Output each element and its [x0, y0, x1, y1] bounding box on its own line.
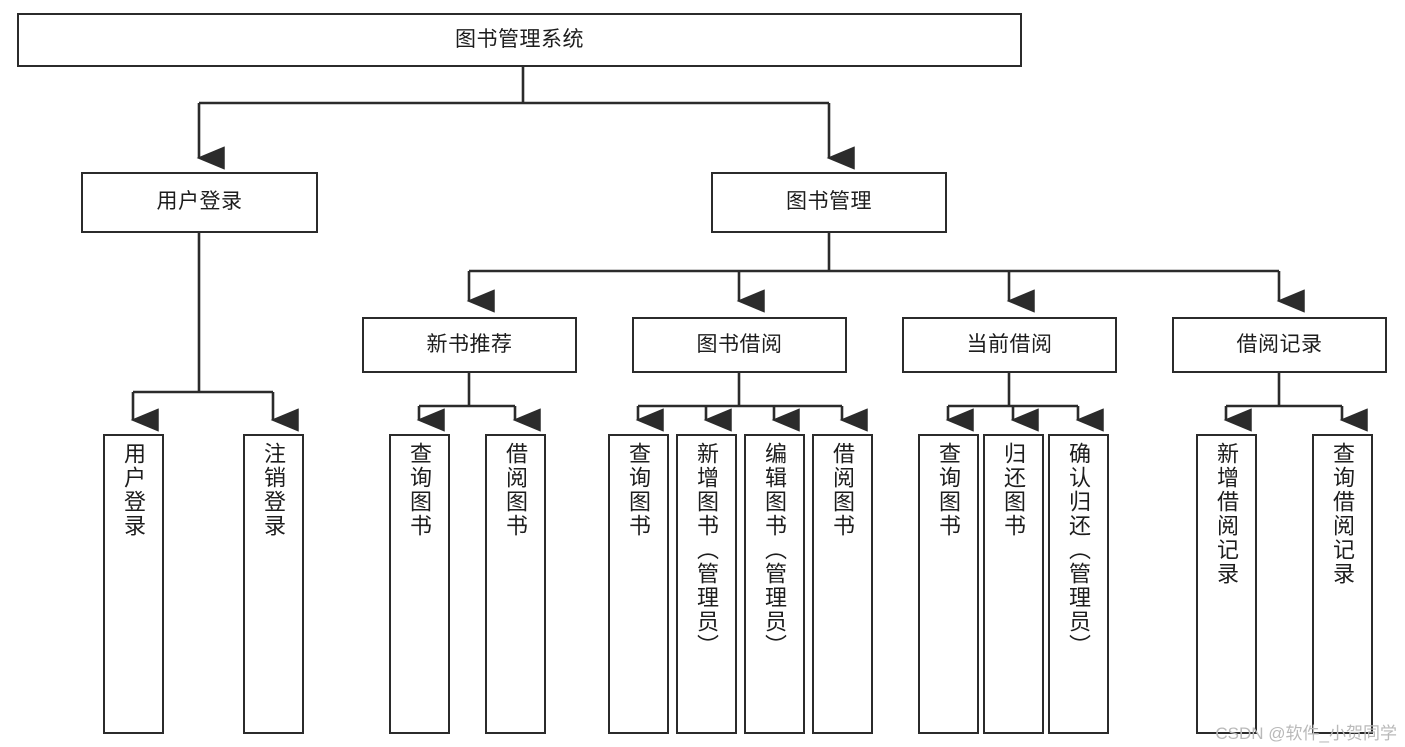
leaf-logout-label: 注销登录: [261, 442, 287, 538]
leaf-query-borrow-record[interactable]: 查询借阅记录: [1312, 434, 1373, 734]
leaf-query-book-recommendation[interactable]: 查询图书: [389, 434, 450, 734]
leaf-user-login[interactable]: 用户登录: [103, 434, 164, 734]
leaf-borrow-book[interactable]: 借阅图书: [812, 434, 873, 734]
leaf-query-borrow-record-label: 查询借阅记录: [1330, 442, 1356, 586]
node-current-borrow[interactable]: 当前借阅: [902, 317, 1117, 373]
node-user-login[interactable]: 用户登录: [81, 172, 318, 233]
node-user-login-label: 用户登录: [156, 190, 243, 214]
leaf-borrow-book-label: 借阅图书: [830, 442, 856, 538]
leaf-add-borrow-record[interactable]: 新增借阅记录: [1196, 434, 1257, 734]
leaf-add-borrow-record-label: 新增借阅记录: [1214, 442, 1240, 586]
watermark-text: CSDN @软件_小贺同学: [1215, 724, 1397, 743]
node-book-management[interactable]: 图书管理: [711, 172, 947, 233]
leaf-query-book-borrow[interactable]: 查询图书: [608, 434, 669, 734]
leaf-borrow-book-recommendation-label: 借阅图书: [503, 442, 529, 538]
leaf-edit-book-admin-label: 编辑图书（管理员）: [762, 442, 788, 658]
node-current-borrow-label: 当前借阅: [966, 332, 1053, 356]
leaf-confirm-return-admin-label: 确认归还（管理员）: [1066, 442, 1092, 658]
leaf-return-book-label: 归还图书: [1001, 442, 1027, 538]
node-book-borrow-label: 图书借阅: [696, 332, 783, 356]
node-root[interactable]: 图书管理系统: [17, 13, 1022, 67]
leaf-add-book-admin-label: 新增图书（管理员）: [694, 442, 720, 658]
leaf-confirm-return-admin[interactable]: 确认归还（管理员）: [1048, 434, 1109, 734]
node-borrow-records[interactable]: 借阅记录: [1172, 317, 1387, 373]
leaf-add-book-admin[interactable]: 新增图书（管理员）: [676, 434, 737, 734]
node-book-management-label: 图书管理: [786, 190, 872, 214]
leaf-user-login-label: 用户登录: [121, 442, 147, 538]
node-borrow-records-label: 借阅记录: [1236, 332, 1323, 356]
leaf-query-book-recommendation-label: 查询图书: [407, 442, 433, 538]
leaf-edit-book-admin[interactable]: 编辑图书（管理员）: [744, 434, 805, 734]
leaf-borrow-book-recommendation[interactable]: 借阅图书: [485, 434, 546, 734]
node-root-label: 图书管理系统: [455, 27, 584, 51]
leaf-return-book[interactable]: 归还图书: [983, 434, 1044, 734]
leaf-query-book-borrow-label: 查询图书: [626, 442, 652, 538]
node-book-borrow[interactable]: 图书借阅: [632, 317, 847, 373]
node-new-book-recommendation-label: 新书推荐: [426, 332, 513, 356]
leaf-query-book-current-label: 查询图书: [936, 442, 962, 538]
node-new-book-recommendation[interactable]: 新书推荐: [362, 317, 577, 373]
leaf-query-book-current[interactable]: 查询图书: [918, 434, 979, 734]
leaf-logout[interactable]: 注销登录: [243, 434, 304, 734]
